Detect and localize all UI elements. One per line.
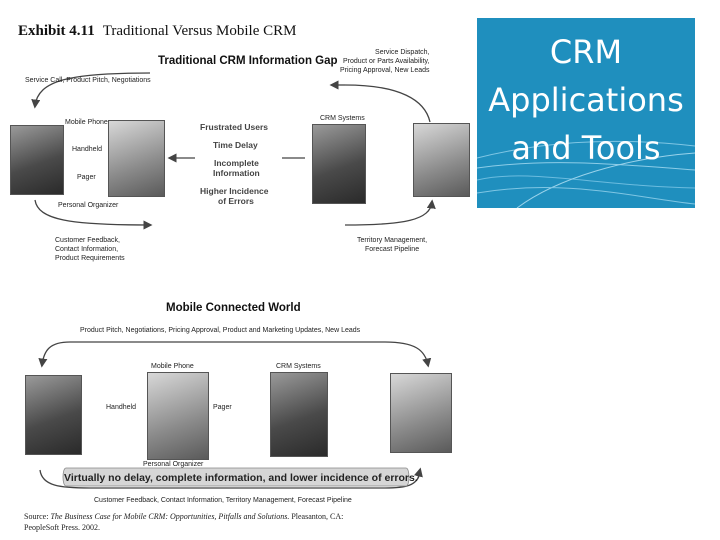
mobile-crm-systems-label: CRM Systems [276,363,321,370]
traditional-bottom-left-label: Customer Feedback, Contact Information, … [55,237,125,262]
traditional-crm-monitors-photo [312,124,366,204]
mobile-arrows [38,341,432,489]
traditional-crm-systems-label: CRM Systems [320,115,365,122]
mobile-phone-label: Mobile Phone [151,363,194,370]
gap-item-time-delay: Time Delay [213,140,258,150]
slide-title-line-2: Applications [488,81,684,119]
mobile-handheld-label: Handheld [106,404,136,411]
traditional-salespeople-photo [10,125,64,195]
mobile-banner-text: Virtually no delay, complete information… [64,472,418,484]
mobile-crm-monitors-photo [270,372,328,457]
slide-title-line-1: CRM [549,33,623,71]
mobile-personal-organizer-label: Personal Organizer [143,461,204,468]
source-suffix: Pleasanton, CA: [289,512,344,521]
device-label-pager: Pager [77,174,96,181]
device-label-handheld: Handheld [72,146,102,153]
slide-title-line-3: and Tools [511,129,661,167]
gap-item-higher-incidence: Higher Incidence [200,186,269,196]
mobile-banner-shape [62,467,410,487]
mobile-office-worker-photo [390,373,452,453]
mobile-heading: Mobile Connected World [166,302,301,314]
traditional-bottom-right-label: Territory Management, Forecast Pipeline [357,237,428,253]
gap-item-information: Information [213,168,260,178]
exhibit-title: Traditional Versus Mobile CRM [102,23,297,39]
traditional-top-left-label: Service Call, Product Pitch, Negotiation… [25,77,151,84]
source-title: The Business Case for Mobile CRM: Opport… [50,512,290,521]
gap-item-frustrated-users: Frustrated Users [200,122,269,132]
mobile-pager-label: Pager [213,404,232,411]
traditional-office-worker-photo [413,123,470,197]
device-label-personal-organizer: Personal Organizer [58,202,119,209]
gap-item-of-errors: of Errors [218,196,254,206]
device-label-mobile-phone: Mobile Phone [65,119,108,126]
source-prefix: Source: [24,512,51,521]
mobile-top-label: Product Pitch, Negotiations, Pricing App… [80,327,361,334]
exhibit-number: Exhibit 4.11 [18,23,95,39]
traditional-arrows [31,72,436,230]
slide-title: CRM Applications and Tools [477,28,695,172]
exhibit-caption: Exhibit 4.11 Traditional Versus Mobile CR… [18,23,296,40]
traditional-top-right-label: Service Dispatch, Product or Parts Avail… [340,49,430,74]
traditional-heading: Traditional CRM Information Gap [158,55,338,67]
mobile-bottom-label: Customer Feedback, Contact Information, … [94,497,352,504]
gap-item-incomplete: Incomplete [214,158,259,168]
traditional-devices-photo [108,120,165,197]
source-citation: Source: The Business Case for Mobile CRM… [24,511,343,533]
decorative-wave-lines [477,140,695,208]
mobile-worker-photo [147,372,209,460]
mobile-salespeople-photo [25,375,82,455]
source-line-2: PeopleSoft Press. 2002. [24,523,100,532]
slide-title-panel: CRM Applications and Tools [477,18,695,208]
